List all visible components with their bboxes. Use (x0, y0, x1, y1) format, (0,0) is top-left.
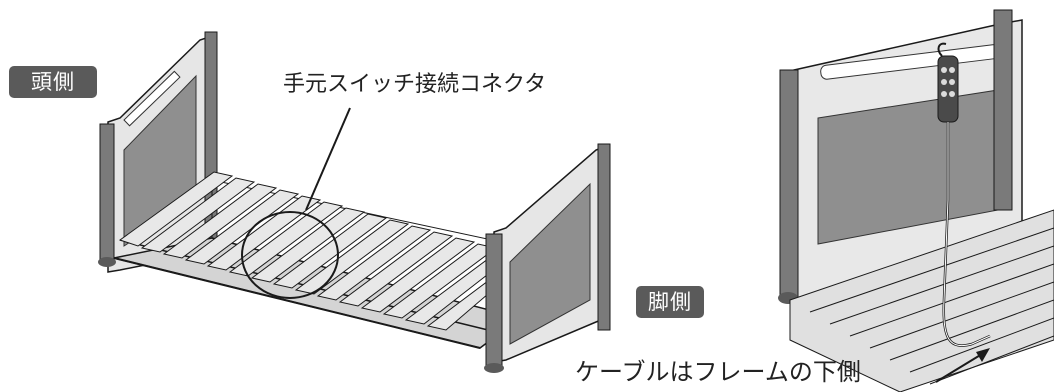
connector-highlight-circle (241, 211, 339, 299)
foot-side-badge: 脚側 (636, 286, 704, 318)
connector-leader-line (305, 107, 351, 211)
bed-slats (118, 171, 517, 331)
footboard-closeup (778, 9, 1023, 304)
connector-label: 手元スイッチ接続コネクタ (283, 72, 547, 97)
leader-arrow-icon (935, 348, 990, 383)
head-side-badge: 頭側 (9, 66, 97, 98)
hand-switch-icon (937, 42, 991, 347)
footboard-left-figure (484, 143, 611, 373)
closeup-frame-slats (789, 209, 1054, 392)
cable-note-label: ケーブルはフレームの下側 (575, 358, 861, 386)
